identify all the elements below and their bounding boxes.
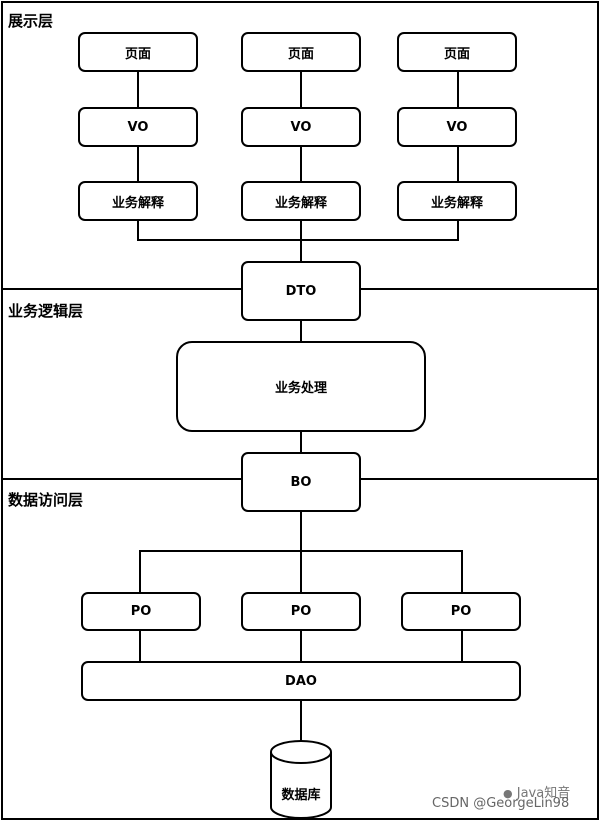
connector-dto-process	[300, 320, 302, 342]
page-box-1: 页面	[78, 32, 198, 72]
connector-interpret-bus-3	[457, 220, 459, 241]
connector-vo-interpret-2	[300, 146, 302, 182]
wechat-icon: ●	[503, 787, 513, 800]
watermark-credit: CSDN @GeorgeLin98	[432, 796, 570, 811]
bo-box: BO	[241, 452, 361, 512]
vo-box-2: VO	[241, 107, 361, 147]
dto-box: DTO	[241, 261, 361, 321]
connector-po-dao-1	[139, 630, 141, 662]
connector-po-dao-3	[461, 630, 463, 662]
connector-interpret-bus	[137, 239, 459, 241]
po-box-3: PO	[401, 592, 521, 631]
connector-bus-po-1	[139, 550, 141, 593]
connector-page-vo-2	[300, 72, 302, 108]
page-box-3: 页面	[397, 32, 517, 72]
connector-bus-po-3	[461, 550, 463, 593]
connector-po-dao-2	[300, 630, 302, 662]
connector-vo-interpret-3	[457, 146, 459, 182]
po-box-2: PO	[241, 592, 361, 631]
connector-page-vo-3	[457, 72, 459, 108]
connector-interpret-dto	[300, 220, 302, 262]
database-label: 数据库	[281, 788, 321, 803]
watermark-brand: ● Java知音	[503, 786, 571, 801]
po-box-1: PO	[81, 592, 201, 631]
business-interpret-box-2: 业务解释	[241, 181, 361, 221]
connector-dao-database	[300, 700, 302, 742]
connector-vo-interpret-1	[137, 146, 139, 182]
layer-label-presentation: 展示层	[8, 12, 54, 30]
vo-box-1: VO	[78, 107, 198, 147]
connector-process-bo	[300, 431, 302, 453]
dao-box: DAO	[81, 661, 521, 701]
business-process-box: 业务处理	[176, 341, 426, 432]
layer-label-data-access: 数据访问层	[8, 491, 84, 509]
business-interpret-box-3: 业务解释	[397, 181, 517, 221]
vo-box-3: VO	[397, 107, 517, 147]
business-interpret-box-1: 业务解释	[78, 181, 198, 221]
connector-bo-po-2	[300, 511, 302, 593]
connector-page-vo-1	[137, 72, 139, 108]
layer-label-business-logic: 业务逻辑层	[8, 302, 84, 320]
page-box-2: 页面	[241, 32, 361, 72]
connector-bo-bus	[139, 550, 463, 552]
connector-interpret-bus-1	[137, 220, 139, 241]
